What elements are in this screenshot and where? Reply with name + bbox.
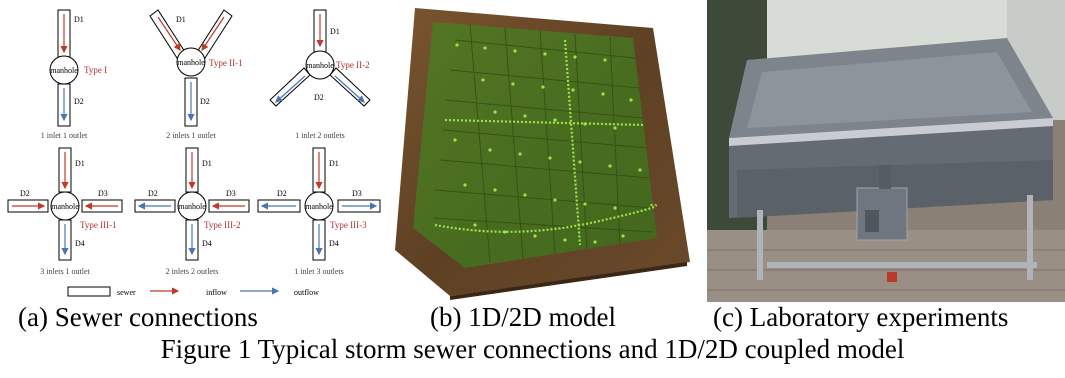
manhole-label: manhole	[178, 202, 206, 211]
pipe-label: D3	[352, 189, 362, 198]
sewer-connections-diagram: manhole manhole manhole manhole manhole …	[7, 9, 381, 297]
config-label: 2 inlets 2 outlets	[166, 267, 219, 276]
lab-photo-render	[707, 0, 1065, 302]
pipe-label: D1	[202, 159, 212, 168]
pipe-label: D4	[202, 239, 212, 248]
sewer-connections-panel: manhole manhole manhole manhole manhole …	[0, 0, 385, 302]
legend-outflow: outflow	[294, 288, 319, 297]
figure-title: Figure 1 Typical storm sewer connections…	[160, 334, 905, 364]
legend-inflow: inflow	[206, 288, 227, 297]
type-label: Type II-2	[336, 60, 370, 70]
tank	[729, 38, 1053, 241]
pipe-label: D2	[277, 189, 287, 198]
pipe-label: D1	[329, 159, 339, 168]
pipe-label: D1	[74, 15, 84, 24]
pipe-label: D1	[176, 15, 186, 24]
type-label: Type III-1	[80, 220, 117, 230]
config-label: 3 inlets 1 outlet	[40, 267, 90, 276]
type-label: Type III-3	[330, 220, 367, 230]
pipe-label: D3	[98, 189, 108, 198]
pipe-label: D1	[330, 27, 340, 36]
pipe-label: D2	[314, 93, 324, 102]
pipe-label: D2	[20, 189, 30, 198]
manhole-label: manhole	[50, 66, 78, 75]
caption-1d2d-model: (b) 1D/2D model	[430, 302, 616, 332]
legend-sewer: sewer	[117, 288, 136, 297]
manhole-label: manhole	[177, 58, 205, 67]
caption-laboratory-experiments: (c) Laboratory experiments	[713, 302, 1009, 332]
config-label: 1 inlet 2 outlets	[295, 131, 345, 140]
type-label: Type II-1	[209, 58, 243, 68]
pipe-label: D4	[75, 239, 85, 248]
type-label: Type III-2	[204, 220, 241, 230]
coupled-model-image	[395, 0, 695, 302]
pipe-label: D1	[75, 159, 85, 168]
legend: sewer inflow outflow	[67, 286, 319, 297]
manhole-label: manhole	[51, 202, 79, 211]
caption-sewer-connections: (a) Sewer connections	[18, 302, 258, 332]
type-label: Type I	[84, 65, 107, 75]
config-label: 2 inlets 1 outlet	[166, 131, 216, 140]
type-iii-2-diagram	[134, 147, 250, 261]
laboratory-photo	[707, 0, 1065, 302]
pipe-label: D2	[200, 97, 210, 106]
model-render	[395, 8, 690, 300]
manhole-label: manhole	[305, 202, 333, 211]
pipe-label: D2	[74, 97, 84, 106]
config-label: 1 inlet 3 outlets	[294, 267, 344, 276]
pipe-label: D2	[148, 189, 158, 198]
manhole-label: manhole	[306, 61, 334, 70]
pipe-label: D3	[226, 189, 236, 198]
pipe-label: D4	[329, 239, 339, 248]
config-label: 1 inlet 1 outlet	[41, 131, 88, 140]
